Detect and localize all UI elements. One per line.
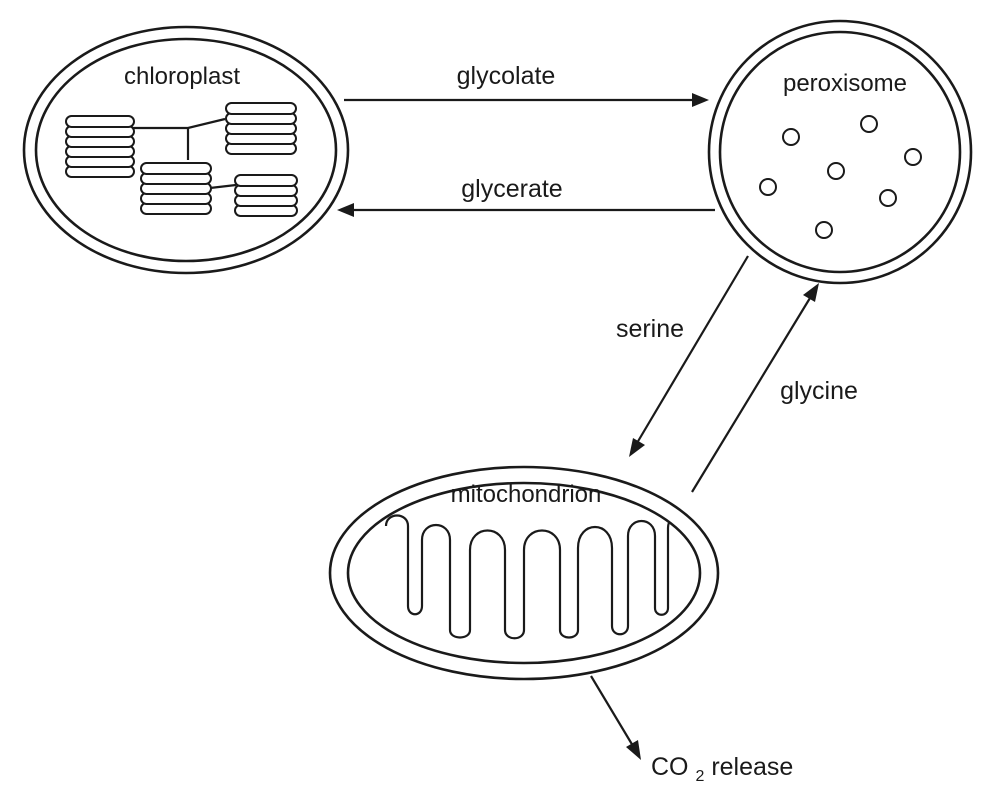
granum-bottom-right-icon	[234, 174, 298, 217]
granum-center-icon	[140, 162, 212, 215]
glycerate-label: glycerate	[461, 175, 562, 203]
co2-main-text: CO	[651, 753, 689, 781]
mitochondrion: mitochondrion	[328, 465, 720, 681]
glycolate-arrow: glycolate	[344, 62, 709, 107]
granum-left-icon	[65, 115, 135, 178]
co2-release-suffix-text: release	[711, 753, 793, 781]
mitochondrion-cristae-icon	[384, 514, 692, 640]
co2-release-label: CO 2 release	[651, 753, 793, 787]
glycerate-arrow: glycerate	[337, 175, 715, 217]
co2-subscript-text: 2	[695, 768, 704, 785]
chloroplast: chloroplast	[22, 25, 350, 275]
peroxisome: peroxisome	[707, 19, 973, 285]
peroxisome-granules-icon	[759, 115, 922, 239]
glycolate-label: glycolate	[457, 62, 556, 90]
serine-label: serine	[616, 315, 684, 343]
serine-arrow: serine	[616, 255, 749, 457]
peroxisome-inner-membrane	[718, 30, 962, 274]
mitochondrion-label: mitochondrion	[451, 481, 602, 508]
peroxisome-label: peroxisome	[783, 70, 907, 97]
stroma-lamellae	[133, 117, 237, 190]
co2-release-arrow: CO 2 release	[590, 675, 793, 787]
chloroplast-label: chloroplast	[124, 63, 240, 90]
glycine-label: glycine	[780, 377, 858, 405]
granum-top-right-icon	[225, 102, 297, 155]
glycine-arrow: glycine	[691, 283, 858, 493]
